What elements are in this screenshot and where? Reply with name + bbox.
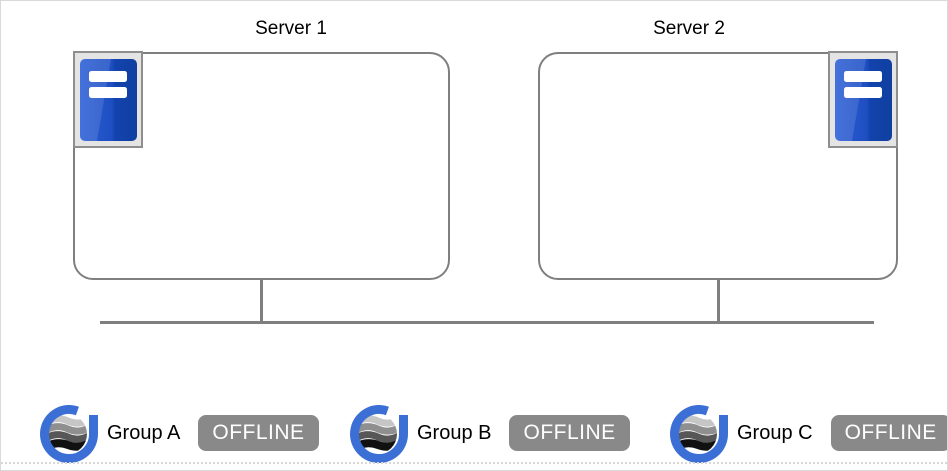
server-1-title: Server 1: [255, 18, 327, 39]
server-tower-icon[interactable]: [828, 51, 898, 148]
server-tower-icon[interactable]: [73, 51, 143, 148]
group-logo-icon: [347, 401, 411, 465]
group-c-label: Group C: [737, 421, 813, 444]
group-a-label: Group A: [107, 421, 181, 444]
group-b-status-badge[interactable]: OFFLINE: [509, 415, 630, 451]
server-2-title: Server 2: [653, 18, 725, 39]
network-bus-line: [100, 321, 874, 324]
server-2-connector-line: [717, 280, 720, 323]
group-c-status-badge[interactable]: OFFLINE: [830, 415, 947, 451]
group-b-row[interactable]: Group B OFFLINE: [347, 401, 630, 465]
group-c-row[interactable]: Group C OFFLINE: [667, 401, 947, 465]
group-logo-icon: [37, 401, 101, 465]
server-1-connector-line: [260, 280, 263, 323]
group-b-label: Group B: [417, 421, 492, 444]
group-a-row[interactable]: Group A OFFLINE: [37, 401, 319, 465]
group-a-status-badge[interactable]: OFFLINE: [198, 415, 319, 451]
bottom-separator-line: [1, 462, 947, 464]
group-logo-icon: [667, 401, 731, 465]
